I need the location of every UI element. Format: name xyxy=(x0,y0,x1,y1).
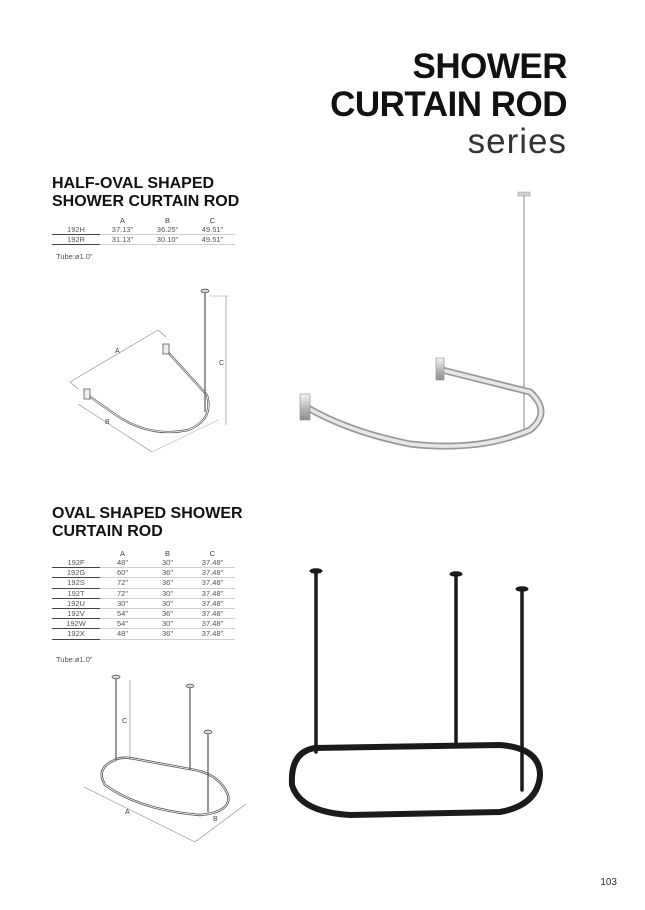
model-cell: 192G xyxy=(52,567,100,579)
oval-line-drawing xyxy=(83,674,247,843)
half-oval-dim-b: B xyxy=(105,419,110,426)
value-cell-c: 37.48" xyxy=(190,588,235,599)
half-oval-title-line-1: HALF-OVAL SHAPED xyxy=(52,175,215,192)
value-cell-b: 30" xyxy=(145,598,190,609)
model-cell: 192T xyxy=(52,588,100,599)
value-cell-c: 37.48" xyxy=(190,577,235,589)
column-header-a: A xyxy=(119,215,125,225)
value-cell-a: 72" xyxy=(100,577,145,589)
value-cell-b: 30" xyxy=(145,588,190,599)
column-header-a: A xyxy=(119,548,125,558)
table-row: 192H 37.13" 36.25" 49.51" xyxy=(52,225,235,236)
value-cell-c: 37.48" xyxy=(190,558,235,569)
value-cell-a: 48" xyxy=(100,558,145,569)
oval-title-line-1: OVAL SHAPED SHOWER xyxy=(52,505,243,522)
value-cell-b: 30" xyxy=(145,558,190,569)
model-cell: 192R xyxy=(52,234,100,246)
half-oval-dim-a: A xyxy=(115,348,120,355)
value-cell-c: 37.48" xyxy=(190,608,235,620)
table-row: 192R 31.13" 30.10" 49.51" xyxy=(52,234,235,246)
value-cell-c: 37.48" xyxy=(190,598,235,609)
half-oval-spec-table: A B C 192H 37.13" 36.25" 49.51" 192R 31.… xyxy=(52,215,235,246)
oval-tube-spec: Tube:ø1.0" xyxy=(56,655,93,664)
value-cell-b: 30" xyxy=(145,618,190,630)
value-cell-c: 37.48" xyxy=(190,618,235,630)
value-cell-b: 36" xyxy=(145,628,190,640)
half-oval-tube-spec: Tube:ø1.0" xyxy=(56,252,93,261)
value-cell-b: 36" xyxy=(145,567,190,579)
value-cell-a: 48" xyxy=(100,628,145,640)
oval-dim-b: B xyxy=(213,816,218,823)
half-oval-dim-c: C xyxy=(219,360,224,367)
value-cell-a: 30" xyxy=(100,598,145,609)
value-cell-a: 31.13" xyxy=(100,234,145,246)
value-cell-a: 54" xyxy=(100,608,145,620)
value-cell-b: 30.10" xyxy=(145,234,190,246)
title-line-3: series xyxy=(467,122,567,161)
oval-product-image xyxy=(288,568,544,819)
model-cell: 192U xyxy=(52,598,100,609)
oval-section-title: OVAL SHAPED SHOWER CURTAIN ROD xyxy=(52,505,243,541)
column-header-c: C xyxy=(209,215,216,225)
half-oval-section-title: HALF-OVAL SHAPED SHOWER CURTAIN ROD xyxy=(52,175,239,211)
half-oval-product-image xyxy=(299,191,545,450)
value-cell-b: 36" xyxy=(145,608,190,620)
column-header-b: B xyxy=(164,215,170,225)
title-line-1: SHOWER xyxy=(412,47,568,86)
series-title: SHOWER CURTAIN ROD series xyxy=(330,48,567,160)
model-cell: 192W xyxy=(52,618,100,630)
value-cell-c: 37.48" xyxy=(190,628,235,640)
value-cell-a: 72" xyxy=(100,588,145,599)
value-cell-a: 54" xyxy=(100,618,145,630)
model-cell: 192V xyxy=(52,608,100,620)
model-cell: 192F xyxy=(52,558,100,569)
half-oval-line-drawing xyxy=(69,288,229,453)
value-cell-a: 37.13" xyxy=(100,225,145,236)
oval-title-line-2: CURTAIN ROD xyxy=(52,523,163,540)
value-cell-a: 60" xyxy=(100,567,145,579)
model-cell: 192X xyxy=(52,628,100,640)
oval-dim-a: A xyxy=(125,809,130,816)
value-cell-c: 49.51" xyxy=(190,225,235,236)
oval-dim-c: C xyxy=(122,718,127,725)
column-header-b: B xyxy=(164,548,170,558)
value-cell-c: 49.51" xyxy=(190,234,235,246)
value-cell-b: 36.25" xyxy=(145,225,190,236)
value-cell-b: 36" xyxy=(145,577,190,589)
model-cell: 192S xyxy=(52,577,100,589)
model-cell: 192H xyxy=(52,225,100,236)
column-header-c: C xyxy=(209,548,216,558)
half-oval-title-line-2: SHOWER CURTAIN ROD xyxy=(52,193,240,210)
page-number: 103 xyxy=(600,877,617,888)
title-line-2: CURTAIN ROD xyxy=(330,85,567,124)
value-cell-c: 37.48" xyxy=(190,567,235,579)
